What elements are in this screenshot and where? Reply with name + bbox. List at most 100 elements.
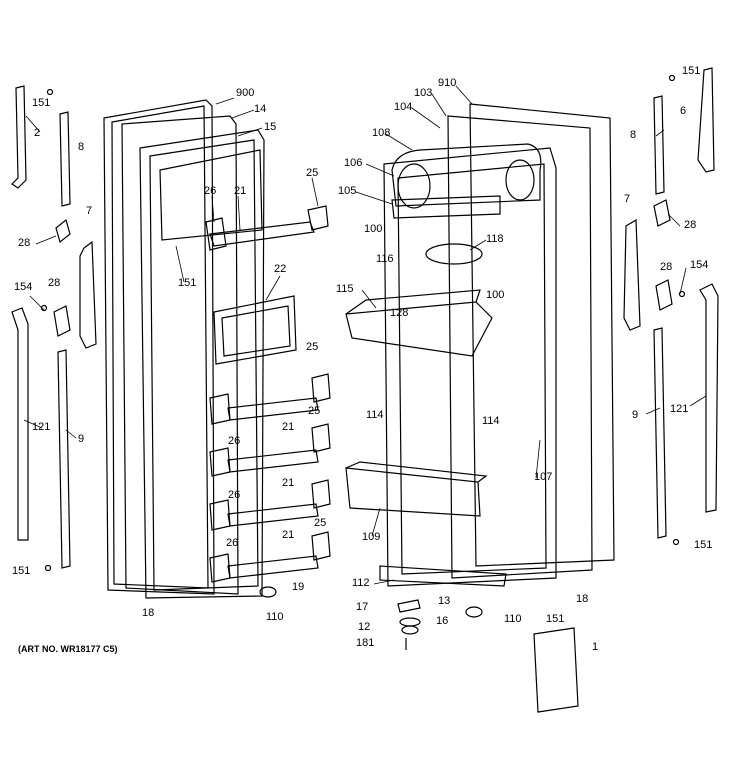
callout-25: 25 xyxy=(314,517,326,529)
callout-151: 151 xyxy=(546,613,564,625)
fresh-food-roller-110 xyxy=(465,606,483,618)
callout-115: 115 xyxy=(336,283,354,295)
callout-21: 21 xyxy=(282,477,294,489)
right-screw-151-top xyxy=(668,74,676,82)
callout-15: 15 xyxy=(264,121,276,133)
callout-1: 1 xyxy=(592,641,598,653)
callout-28: 28 xyxy=(18,237,30,249)
callout-154: 154 xyxy=(690,259,708,271)
callout-8: 8 xyxy=(630,129,636,141)
callout-151: 151 xyxy=(682,65,700,77)
callout-2: 2 xyxy=(34,127,40,139)
left-trim-strip-2 xyxy=(11,85,27,189)
callout-7: 7 xyxy=(624,193,630,205)
door-bin-115 xyxy=(345,289,493,357)
callout-114: 114 xyxy=(366,409,384,421)
left-screw-151-top xyxy=(46,88,54,96)
callout-108: 108 xyxy=(372,127,390,139)
callout-121: 121 xyxy=(670,403,688,415)
callout-28: 28 xyxy=(48,277,60,289)
callout-6: 6 xyxy=(680,105,686,117)
freezer-door-900 xyxy=(103,99,215,595)
callout-28: 28 xyxy=(684,219,696,231)
left-strip-9 xyxy=(57,349,71,569)
callout-26: 26 xyxy=(228,435,240,447)
callout-28: 28 xyxy=(660,261,672,273)
art-number-caption: (ART NO. WR18177 C5) xyxy=(18,644,118,654)
callout-151: 151 xyxy=(694,539,712,551)
freezer-door-gasket-14 xyxy=(121,115,239,595)
callout-14: 14 xyxy=(254,103,266,115)
callout-154: 154 xyxy=(14,281,32,293)
bottom-rail-112 xyxy=(379,565,507,587)
freezer-ice-tray-22 xyxy=(213,295,297,365)
callout-151: 151 xyxy=(32,97,50,109)
callout-22: 22 xyxy=(274,263,286,275)
callout-110: 110 xyxy=(266,611,284,623)
dairy-compartment-106 xyxy=(391,143,542,209)
callout-110: 110 xyxy=(504,613,522,625)
fresh-food-liner xyxy=(383,147,557,587)
callout-105: 105 xyxy=(338,185,356,197)
callout-121: 121 xyxy=(32,421,50,433)
callout-21: 21 xyxy=(282,529,294,541)
fresh-food-gasket-104 xyxy=(447,115,593,579)
callout-7: 7 xyxy=(86,205,92,217)
right-trim-6 xyxy=(697,67,715,173)
freezer-shelf-21-e xyxy=(209,531,331,583)
callout-116: 116 xyxy=(376,253,394,265)
door-rail-105 xyxy=(391,195,501,219)
callout-21: 21 xyxy=(282,421,294,433)
right-bracket-28-lower xyxy=(655,279,673,311)
left-handle-7 xyxy=(79,240,97,349)
callout-100: 100 xyxy=(486,289,504,301)
callout-26: 26 xyxy=(226,537,238,549)
door-bin-109 xyxy=(345,461,488,517)
right-strip-8 xyxy=(653,95,665,195)
callout-9: 9 xyxy=(78,433,84,445)
left-screw-151-bottom xyxy=(44,564,52,572)
freezer-shelf-21-d xyxy=(209,479,331,531)
callout-19: 19 xyxy=(292,581,304,593)
callout-8: 8 xyxy=(78,141,84,153)
freezer-shelf-21-a xyxy=(205,205,329,251)
callout-25: 25 xyxy=(306,341,318,353)
callout-151: 151 xyxy=(178,277,196,289)
right-handle-7 xyxy=(623,218,641,331)
leader-lines xyxy=(23,85,707,585)
callout-103: 103 xyxy=(414,87,432,99)
callout-17: 17 xyxy=(356,601,368,613)
callout-25: 25 xyxy=(306,167,318,179)
left-bracket-28-upper xyxy=(55,218,71,244)
callout-900: 900 xyxy=(236,87,254,99)
callout-21: 21 xyxy=(234,185,246,197)
callout-100: 100 xyxy=(364,223,382,235)
callout-16: 16 xyxy=(436,615,448,627)
callout-106: 106 xyxy=(344,157,362,169)
callout-18: 18 xyxy=(576,593,588,605)
callout-25: 25 xyxy=(308,405,320,417)
right-screw-151-bottom xyxy=(672,538,680,546)
callout-112: 112 xyxy=(352,577,370,589)
callout-104: 104 xyxy=(394,101,412,113)
hinge-parts-13-16-17 xyxy=(397,599,421,635)
callout-128: 128 xyxy=(390,307,408,319)
callout-18: 18 xyxy=(142,607,154,619)
right-trim-121 xyxy=(699,283,719,513)
freezer-door-liner xyxy=(139,129,265,599)
egg-tray-118 xyxy=(425,243,483,265)
left-bracket-28-lower xyxy=(53,305,71,337)
right-strip-9 xyxy=(653,327,667,539)
callout-107: 107 xyxy=(534,471,552,483)
callout-118: 118 xyxy=(486,233,504,245)
right-bracket-28-upper xyxy=(653,199,671,227)
freezer-shelf-21-c xyxy=(209,423,331,477)
left-trim-121 xyxy=(11,307,29,541)
callout-114: 114 xyxy=(482,415,500,427)
callout-151: 151 xyxy=(12,565,30,577)
callout-109: 109 xyxy=(362,531,380,543)
callout-13: 13 xyxy=(438,595,450,607)
